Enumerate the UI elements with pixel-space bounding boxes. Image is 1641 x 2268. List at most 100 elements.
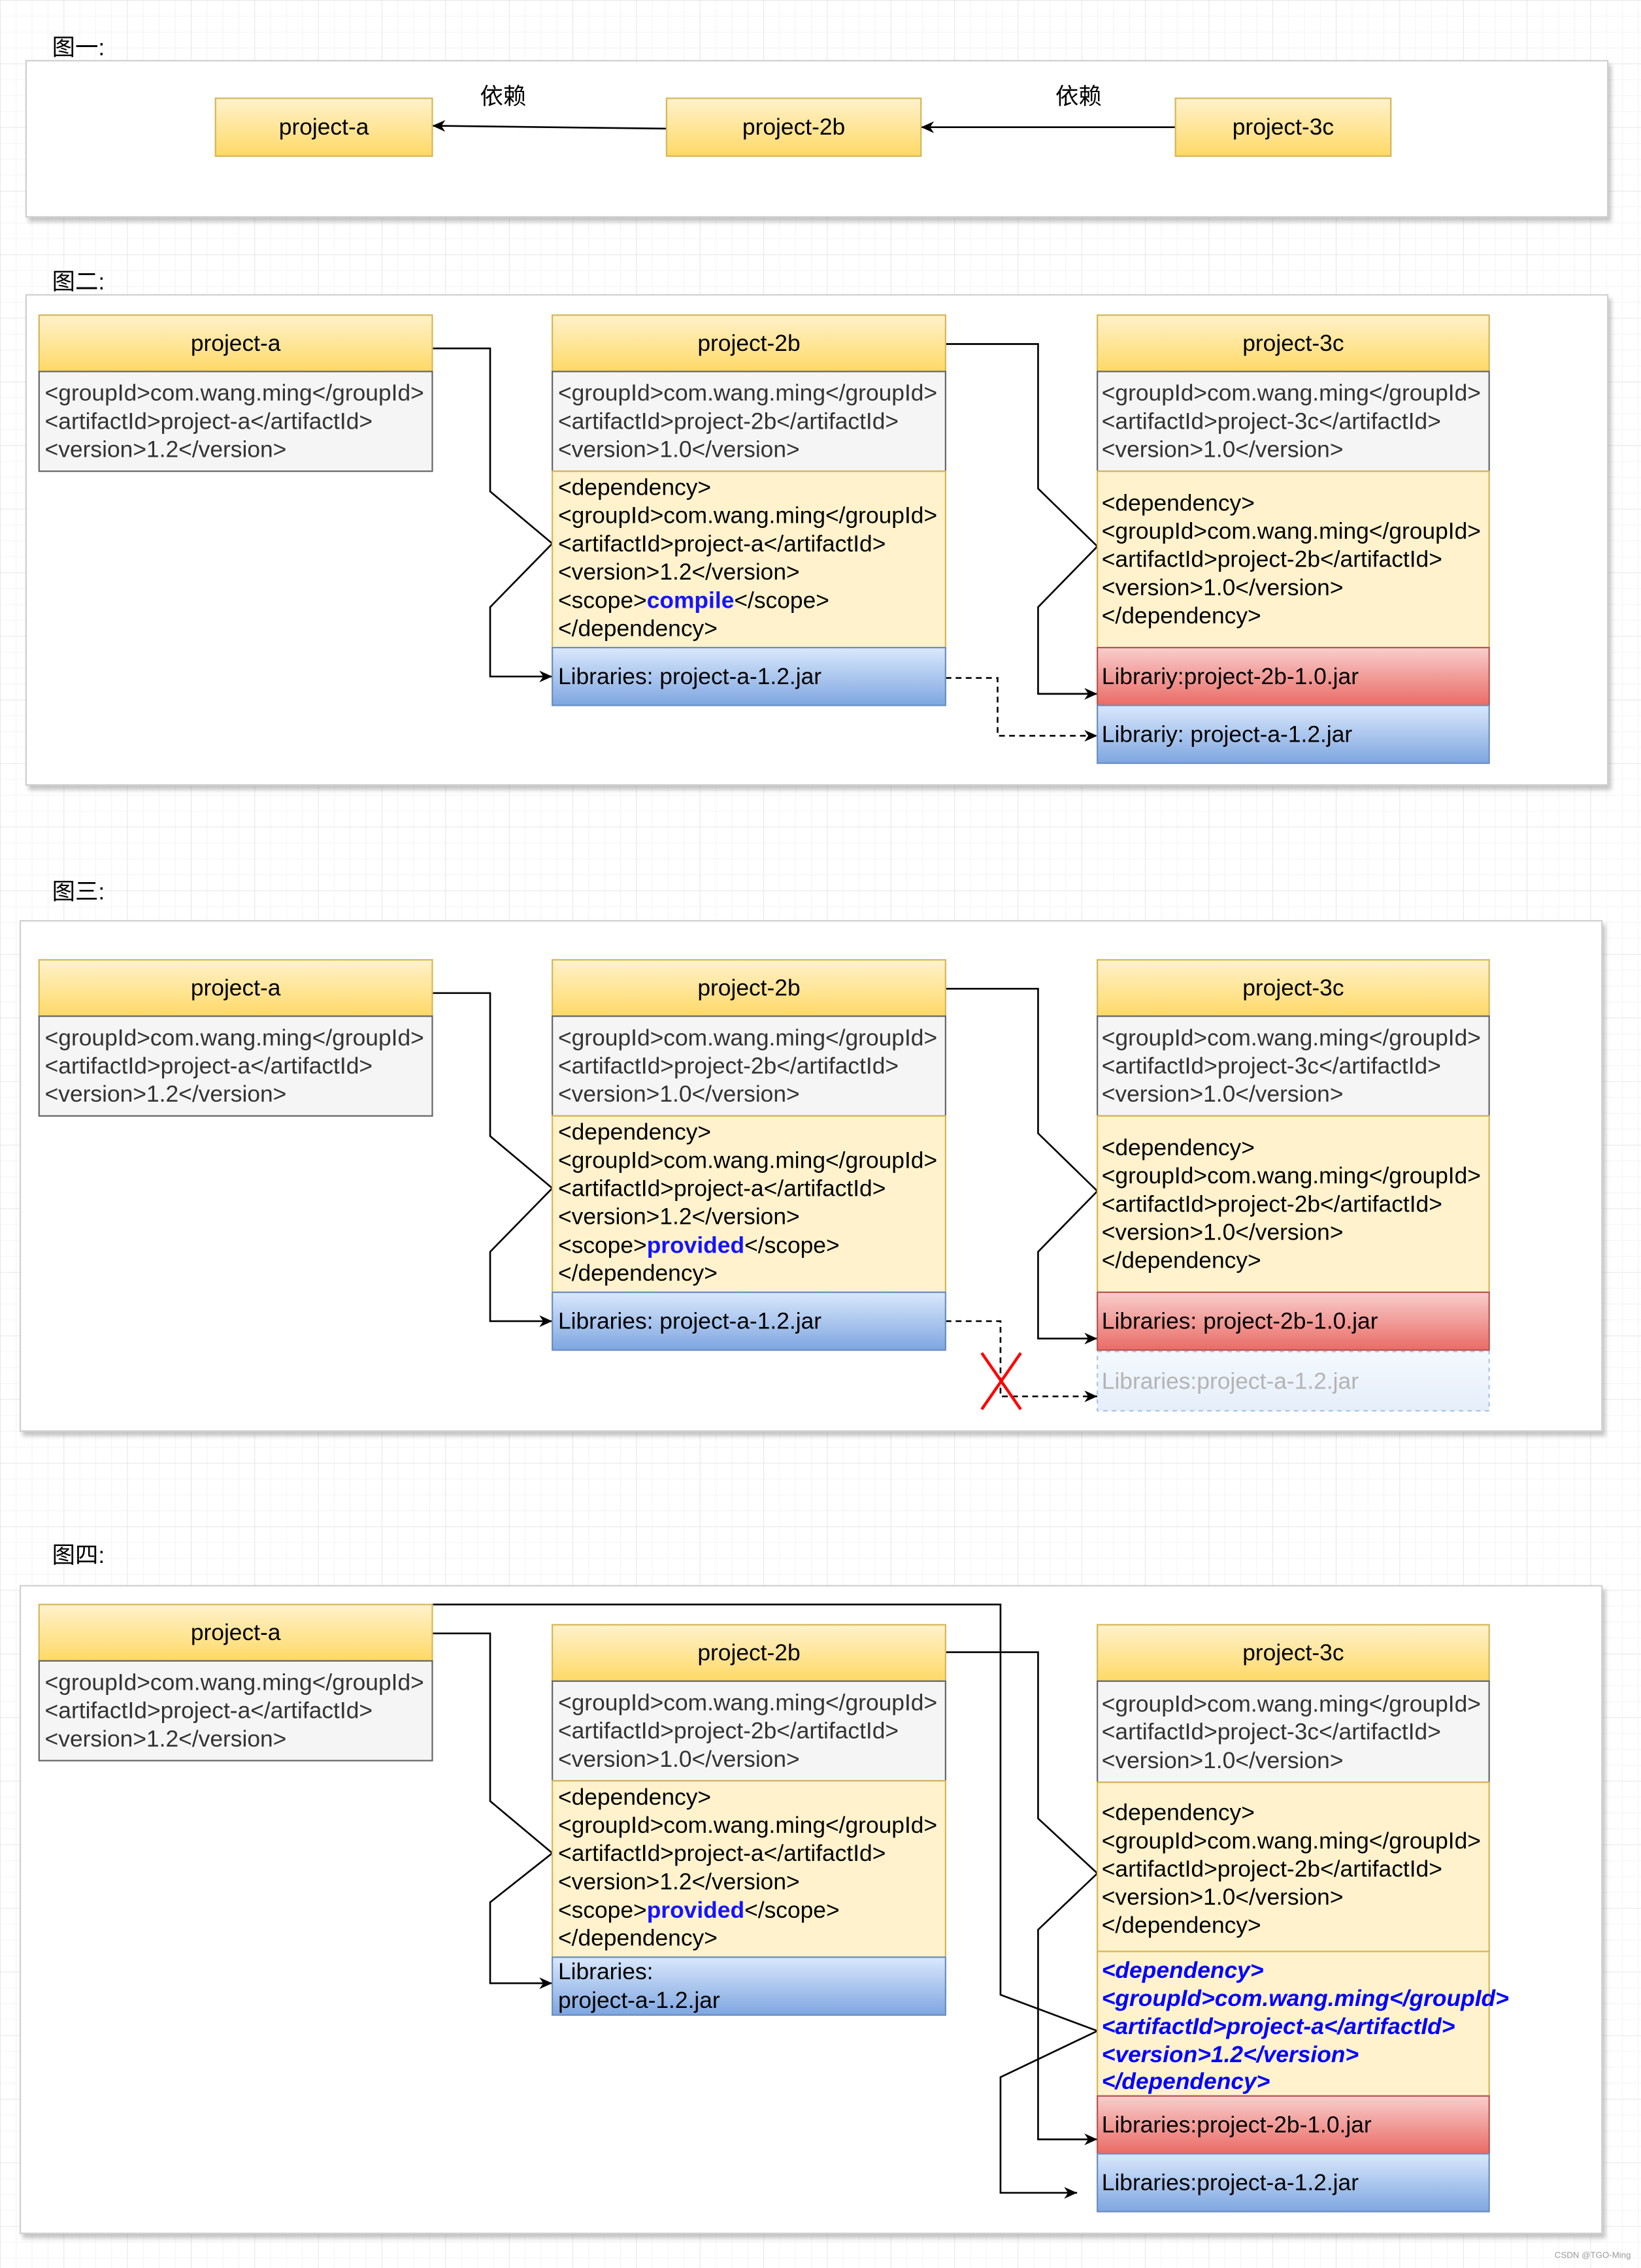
card-header <box>1097 959 1490 1017</box>
scope-line: <scope>provided</scope> <box>558 1897 840 1922</box>
dependency-line: </dependency> <box>1102 603 1261 629</box>
dependency-line: <dependency> <box>1102 1135 1255 1160</box>
added-dependency-line: <artifactId>project-a</artifactId> <box>1102 2014 1455 2039</box>
scope-value: compile <box>647 587 735 613</box>
info-line: <artifactId>project-a</artifactId> <box>45 1698 373 1724</box>
dependency-line: <artifactId>project-2b</artifactId> <box>1102 1856 1442 1882</box>
dependency-line: <version>1.0</version> <box>1102 1219 1344 1245</box>
dependency-line: <artifactId>project-a</artifactId> <box>558 531 886 557</box>
dependency-line: <version>1.0</version> <box>1102 575 1344 600</box>
dependency-line: <groupId>com.wang.ming</groupId> <box>558 503 937 529</box>
scope-open-tag: <scope> <box>558 587 647 613</box>
coordinates-box <box>38 1660 433 1762</box>
info-line: <groupId>com.wang.ming</groupId> <box>558 380 937 406</box>
figure-4-label: 图四: <box>52 1543 105 1568</box>
watermark: CSDN @TGO-Ming <box>1555 2250 1631 2260</box>
library-box-direct <box>1097 646 1490 706</box>
card-header <box>1097 1624 1490 1682</box>
info-line: <groupId>com.wang.ming</groupId> <box>1102 380 1481 406</box>
info-line: <version>1.2</version> <box>45 437 287 463</box>
library-box-transitive <box>1097 704 1490 764</box>
added-dependency-box <box>1097 1950 1490 2097</box>
dependency-line: <artifactId>project-2b</artifactId> <box>1102 1191 1442 1217</box>
card-header <box>1097 314 1490 372</box>
info-line: <version>1.2</version> <box>45 1081 287 1107</box>
excluded-cross-icon <box>980 1352 1022 1411</box>
dependency-arrow-2b-to-a <box>432 120 667 132</box>
library-label: Librariy:project-2b-1.0.jar <box>1102 664 1359 689</box>
library-box <box>552 1291 946 1351</box>
figure-2-label: 图二: <box>52 269 105 295</box>
dependency-line: <groupId>com.wang.ming</groupId> <box>1102 1828 1481 1854</box>
card-header <box>38 959 433 1017</box>
scope-close-tag: </scope> <box>734 587 829 613</box>
library-label: Librariy: project-a-1.2.jar <box>1102 721 1353 747</box>
dependency-line: <version>1.2</version> <box>558 1869 800 1894</box>
info-line: <artifactId>project-2b</artifactId> <box>558 1053 899 1079</box>
coordinates-box <box>38 1015 433 1117</box>
figure-1: 图一: 依赖 依赖 project-a project-2b project-3… <box>25 35 1609 218</box>
card-project-2b: project-2b <groupId>com.wang.ming</group… <box>552 1624 946 2016</box>
card-project-3c: project-3c <groupId>com.wang.ming</group… <box>1097 959 1490 1412</box>
added-dependency-line: <groupId>com.wang.ming</groupId> <box>1102 1986 1509 2011</box>
dependency-line: <groupId>com.wang.ming</groupId> <box>1102 518 1481 544</box>
cross-stroke <box>980 1352 1022 1411</box>
coordinates-box <box>38 370 433 472</box>
dependency-line: <artifactId>project-a</artifactId> <box>558 1841 886 1866</box>
card-project-2b: project-2b <groupId>com.wang.ming</group… <box>552 959 946 1351</box>
dependency-box <box>552 470 946 649</box>
info-line: <artifactId>project-3c</artifactId> <box>1102 1719 1441 1745</box>
dependency-line: </dependency> <box>1102 1248 1261 1274</box>
coordinates-box <box>1097 370 1490 472</box>
node-project-3c <box>1174 97 1392 157</box>
info-line: <groupId>com.wang.ming</groupId> <box>1102 1025 1481 1051</box>
dependency-line: <dependency> <box>558 475 711 501</box>
card-title: project-3c <box>1242 331 1344 356</box>
library-label: project-a-1.2.jar <box>558 1988 720 2013</box>
dependency-line: <groupId>com.wang.ming</groupId> <box>558 1813 937 1838</box>
info-line: <artifactId>project-3c</artifactId> <box>1102 408 1441 434</box>
library-label: Libraries:project-2b-1.0.jar <box>1102 2112 1372 2137</box>
figure-3-label: 图三: <box>52 879 105 904</box>
card-project-a: project-a <groupId>com.wang.ming</groupI… <box>38 314 433 472</box>
info-line: <groupId>com.wang.ming</groupId> <box>45 380 424 406</box>
coordinates-box <box>552 370 946 472</box>
dependency-line: <version>1.2</version> <box>558 559 800 585</box>
scope-line: <scope>provided</scope> <box>558 1232 840 1258</box>
card-title: project-2b <box>697 976 800 1001</box>
info-line: <version>1.0</version> <box>1102 1081 1344 1107</box>
library-label: Libraries: project-a-1.2.jar <box>558 1308 821 1334</box>
library-box <box>552 1956 946 2016</box>
dependency-box <box>1097 1781 1490 1952</box>
card-project-a: project-a <groupId>com.wang.ming</groupI… <box>38 959 433 1117</box>
scope-line: <scope>compile</scope> <box>558 587 829 613</box>
card-title: project-a <box>191 976 281 1001</box>
scope-close-tag: </scope> <box>744 1232 840 1258</box>
blocked-transitive-arrow <box>945 1320 1098 1402</box>
node-label: project-3c <box>1233 114 1334 140</box>
dependency-line: <groupId>com.wang.ming</groupId> <box>1102 1163 1481 1189</box>
dependency-line: <version>1.2</version> <box>558 1204 800 1230</box>
card-title: project-3c <box>1242 1640 1344 1666</box>
card-header <box>552 314 946 372</box>
dependency-line: <artifactId>project-2b</artifactId> <box>1102 547 1442 572</box>
coordinates-box <box>1097 1680 1490 1783</box>
figure-4: 图四: project-a <groupId>com.wang.ming</gr… <box>19 1543 1603 2235</box>
figure-2: 图二: project-a <groupId>com.wang.ming</gr… <box>25 269 1609 786</box>
info-line: <version>1.0</version> <box>558 437 800 463</box>
info-line: <version>1.0</version> <box>1102 437 1344 463</box>
info-line: <artifactId>project-2b</artifactId> <box>558 408 899 434</box>
card-project-a: project-a <groupId>com.wang.ming</groupI… <box>38 1603 433 1762</box>
card-header <box>552 959 946 1017</box>
card-title: project-a <box>191 1620 281 1645</box>
dependency-box <box>1097 470 1490 649</box>
card-project-2b: project-2b <groupId>com.wang.ming</group… <box>552 314 946 706</box>
transitive-dependency-arrow <box>945 677 1098 742</box>
node-label: project-a <box>279 114 369 140</box>
info-line: <groupId>com.wang.ming</groupId> <box>558 1025 937 1051</box>
added-dependency-line: <dependency> <box>1102 1958 1264 1983</box>
library-label: Libraries: project-2b-1.0.jar <box>1102 1308 1378 1334</box>
library-label: Libraries: project-a-1.2.jar <box>558 664 821 689</box>
scope-value: provided <box>647 1897 744 1922</box>
